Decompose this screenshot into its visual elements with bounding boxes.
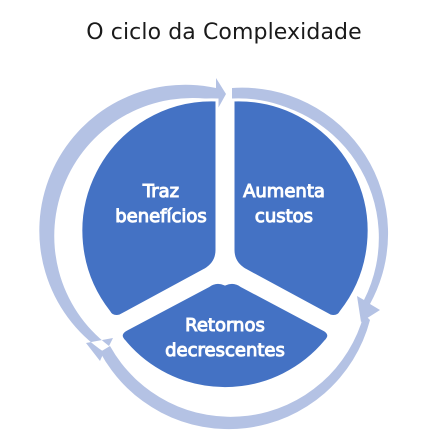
cycle-segments: [79, 98, 371, 390]
diagram-title: O ciclo da Complexidade: [86, 20, 362, 45]
segment-traz-beneficios: [79, 98, 219, 318]
segment-retornos-decrescentes: [119, 280, 331, 390]
label-traz-line2: benefícios: [115, 206, 207, 227]
segment-aumenta-custos: [231, 98, 371, 318]
segment-labels: Traz benefícios Aumenta custos Retornos …: [115, 181, 326, 362]
cycle-arrows: [39, 78, 389, 430]
label-retornos-line2: decrescentes: [165, 340, 285, 361]
arrow-bottom-arc: [100, 314, 370, 430]
label-traz-line1: Traz: [142, 181, 179, 202]
label-retornos-line1: Retornos: [185, 315, 265, 336]
label-aumenta-line1: Aumenta: [243, 181, 325, 202]
label-aumenta-line2: custos: [255, 206, 313, 227]
arrow-right-arc: [232, 87, 389, 323]
